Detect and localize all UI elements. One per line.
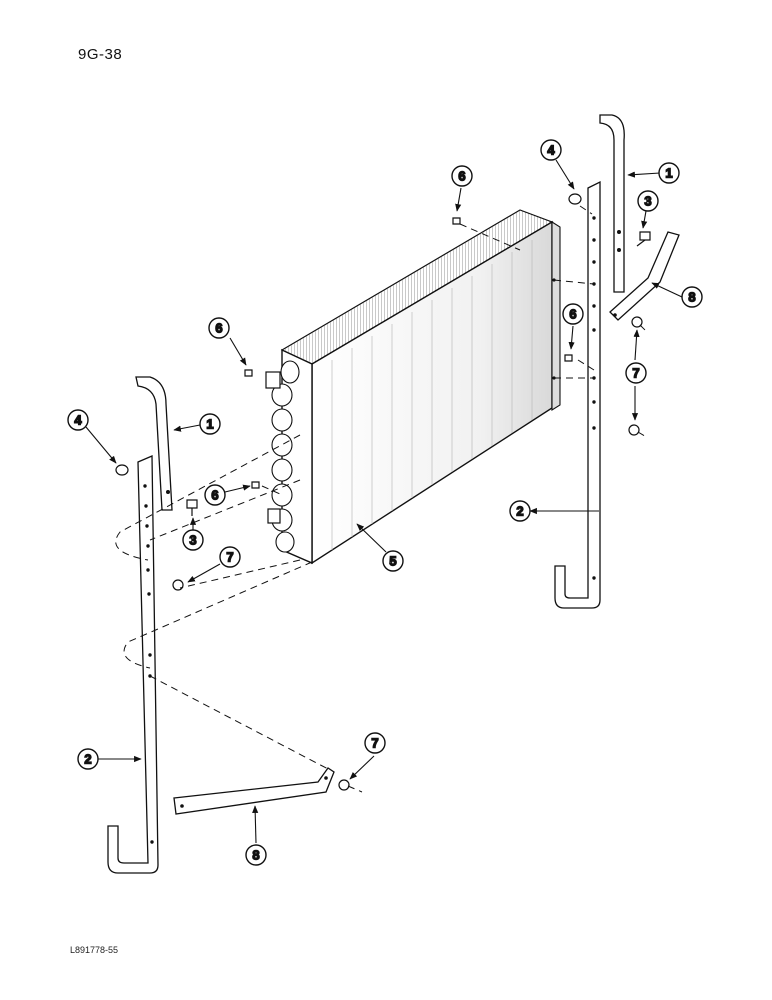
- callout-5: 5: [382, 550, 404, 572]
- callout-3-left: 3: [182, 529, 204, 551]
- svg-text:2: 2: [84, 752, 91, 767]
- left-bracket-1: [135, 376, 173, 511]
- callout-6-right: 6: [562, 303, 584, 325]
- callout-3-right: 3: [637, 190, 659, 212]
- callout-1-right: 1: [658, 162, 680, 184]
- callout-7-right: 7: [625, 362, 647, 384]
- callout-4-right: 4: [540, 139, 562, 161]
- svg-text:1: 1: [665, 166, 672, 181]
- bottom-brace-8: [173, 767, 335, 815]
- callout-6-mid: 6: [204, 484, 226, 506]
- callout-7-mid: 7: [219, 546, 241, 568]
- svg-text:8: 8: [688, 290, 695, 305]
- callout-8-bottom: 8: [245, 844, 267, 866]
- svg-text:2: 2: [516, 504, 523, 519]
- svg-text:6: 6: [569, 307, 576, 322]
- svg-text:7: 7: [226, 550, 233, 565]
- leader-lines: [85, 159, 683, 844]
- svg-text:6: 6: [458, 169, 465, 184]
- callout-1-left: 1: [199, 413, 221, 435]
- callout-2-left: 2: [77, 748, 99, 770]
- svg-text:5: 5: [389, 554, 396, 569]
- callout-8-right: 8: [681, 286, 703, 308]
- figure-code: L891778-55: [70, 945, 119, 955]
- svg-text:4: 4: [74, 413, 82, 428]
- assembly-lines: [115, 205, 649, 793]
- callout-7-bottom: 7: [364, 732, 386, 754]
- callout-6-left: 6: [208, 317, 230, 339]
- svg-text:1: 1: [206, 417, 213, 432]
- right-brace-8: [609, 231, 680, 321]
- svg-text:7: 7: [632, 366, 639, 381]
- condenser-core: [265, 209, 561, 565]
- svg-text:4: 4: [547, 143, 555, 158]
- right-bracket-1: [599, 114, 625, 293]
- right-strap-2: [554, 180, 601, 609]
- fasteners: [115, 193, 651, 791]
- svg-text:6: 6: [211, 488, 218, 503]
- svg-text:8: 8: [252, 848, 259, 863]
- svg-text:6: 6: [215, 321, 222, 336]
- svg-text:3: 3: [189, 533, 196, 548]
- svg-text:7: 7: [371, 736, 378, 751]
- svg-text:3: 3: [644, 194, 651, 209]
- callout-6-top: 6: [451, 165, 473, 187]
- callout-4-left: 4: [67, 409, 89, 431]
- callout-2-right: 2: [509, 500, 531, 522]
- left-strap-2: [107, 455, 159, 874]
- page-label: 9G-38: [78, 46, 123, 63]
